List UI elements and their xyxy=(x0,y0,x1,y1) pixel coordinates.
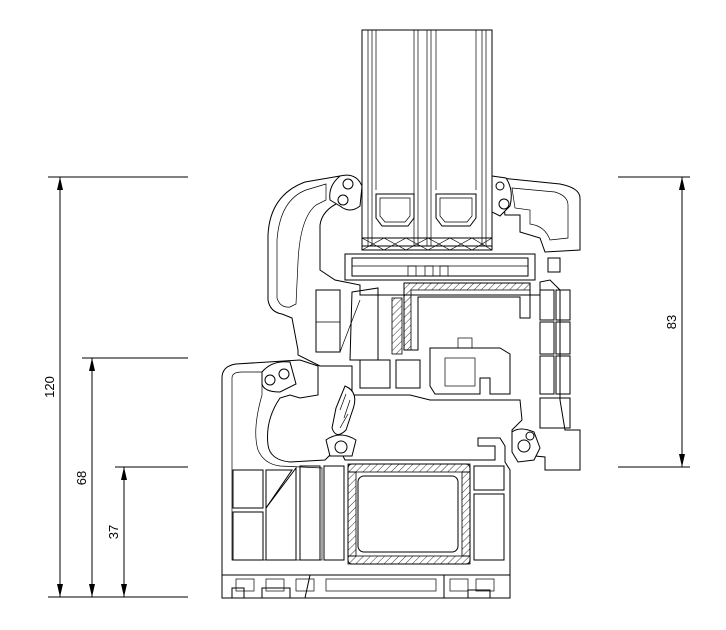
center-connector xyxy=(429,337,511,395)
glazing-block xyxy=(344,253,536,281)
dimension-label-37: 37 xyxy=(106,525,121,539)
frame-profile xyxy=(221,359,511,599)
dimension-label-120: 120 xyxy=(42,376,57,398)
glazing-unit xyxy=(361,29,493,251)
dimension-label-83: 83 xyxy=(664,315,679,329)
dimension-lines xyxy=(48,176,690,598)
frame-reinforcement xyxy=(347,463,471,565)
sash-profile xyxy=(267,175,581,471)
dimension-label-68: 68 xyxy=(74,471,89,485)
sash-reinforcement xyxy=(391,282,531,355)
gaskets xyxy=(261,174,541,463)
